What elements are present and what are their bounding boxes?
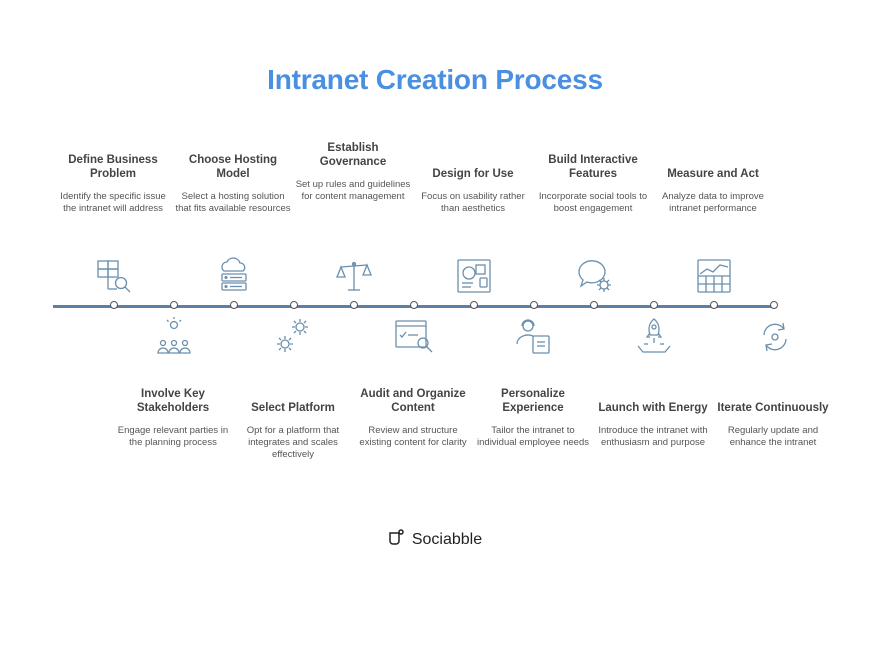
cloud-server-icon (215, 256, 253, 294)
step-description: Select a hosting solution that fits avai… (175, 191, 291, 214)
chat-gear-icon (575, 256, 615, 296)
step-description: Tailor the intranet to individual employ… (477, 425, 589, 448)
step-description: Review and structure existing content fo… (359, 425, 467, 448)
step-description: Engage relevant parties in the planning … (117, 425, 229, 448)
timeline-dot (110, 301, 118, 309)
page-title: Intranet Creation Process (267, 64, 603, 95)
step-title: Choose Hosting Model (188, 154, 278, 180)
step-title: Select Platform (251, 402, 335, 414)
gears-icon (273, 316, 313, 356)
brand-footer: Sociabble (0, 529, 870, 550)
sociabble-logo-icon (388, 529, 406, 550)
step-title: Involve Key Stakeholders (136, 388, 210, 414)
step-description: Regularly update and enhance the intrane… (727, 425, 819, 448)
analytics-chart-icon (695, 257, 733, 295)
step-select-platform: Select Platform Opt for a platform that … (233, 387, 353, 461)
step-define-business-problem: Define Business Problem Identify the spe… (53, 153, 173, 215)
step-personalize-experience: Personalize Experience Tailor the intran… (473, 387, 593, 449)
brand-name: Sociabble (411, 530, 483, 548)
timeline-dot (290, 301, 298, 309)
step-title: Audit and Organize Content (360, 388, 466, 414)
refresh-cycle-icon (756, 318, 794, 356)
scales-icon (335, 258, 373, 296)
step-build-interactive-features: Build Interactive Features Incorporate s… (533, 153, 653, 215)
step-launch-with-energy: Launch with Energy Introduce the intrane… (593, 387, 713, 449)
stakeholders-icon (155, 316, 193, 356)
step-description: Analyze data to improve intranet perform… (662, 191, 764, 214)
step-description: Introduce the intranet with enthusiasm a… (598, 425, 708, 448)
timeline-dot (410, 301, 418, 309)
timeline-dot (770, 301, 778, 309)
step-description: Incorporate social tools to boost engage… (538, 191, 648, 214)
step-title: Build Interactive Features (548, 154, 638, 180)
step-description: Opt for a platform that integrates and s… (246, 425, 340, 460)
step-measure-and-act: Measure and Act Analyze data to improve … (653, 153, 773, 215)
step-audit-and-organize-content: Audit and Organize Content Review and st… (353, 387, 473, 449)
timeline-dot (170, 301, 178, 309)
timeline-dot (710, 301, 718, 309)
step-choose-hosting-model: Choose Hosting Model Select a hosting so… (173, 153, 293, 215)
step-description: Focus on usability rather than aesthetic… (421, 191, 525, 214)
step-title: Design for Use (432, 168, 514, 180)
timeline-dot (230, 301, 238, 309)
step-iterate-continuously: Iterate Continuously Regularly update an… (713, 387, 833, 449)
design-layout-icon (455, 257, 493, 295)
step-title: Establish Governance (319, 142, 387, 168)
user-profile-icon (514, 317, 554, 357)
step-title: Launch with Energy (598, 402, 708, 414)
timeline-dot (470, 301, 478, 309)
step-involve-key-stakeholders: Involve Key Stakeholders Engage relevant… (113, 387, 233, 449)
problem-search-icon (95, 258, 133, 296)
timeline-dot (590, 301, 598, 309)
step-establish-governance: Establish Governance Set up rules and gu… (293, 141, 413, 203)
timeline-dot (350, 301, 358, 309)
step-design-for-use: Design for Use Focus on usability rather… (413, 153, 533, 215)
step-title: Iterate Continuously (717, 402, 829, 414)
step-title: Measure and Act (667, 168, 759, 180)
step-description: Set up rules and guidelines for content … (295, 179, 411, 202)
step-title: Define Business Problem (68, 154, 158, 180)
step-description: Identify the specific issue the intranet… (60, 191, 166, 214)
rocket-launch-icon (634, 316, 674, 356)
timeline-dot (650, 301, 658, 309)
step-title: Personalize Experience (501, 388, 565, 414)
content-audit-icon (394, 319, 434, 353)
timeline-dot (530, 301, 538, 309)
